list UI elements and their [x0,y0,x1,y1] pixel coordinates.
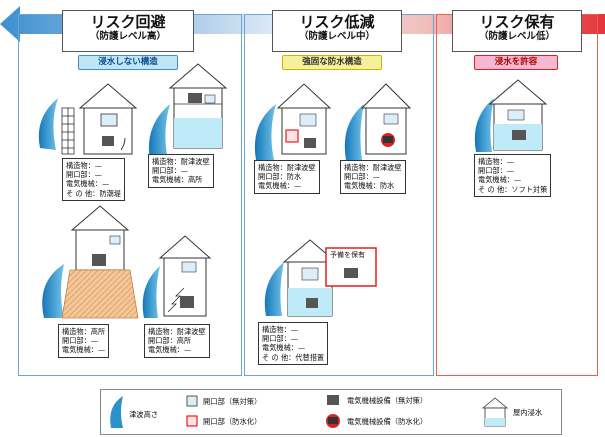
line-other: そ の 他：防潮堤 [66,188,121,198]
section-subtitle: （防護レベル中） [298,31,375,42]
case-waterproof-equipment-house [344,83,412,160]
line-equipment: 電気機械：— [148,345,192,355]
line-opening: 開口部：— [262,334,298,344]
line-equipment: 電気機械：— [62,345,106,355]
case-description-raised-ground: 構造物：高所 開口部：— 電気機械：— [58,324,110,358]
case-description-seawall: 構造物：— 開口部：— 電気機械：— そ の 他：防潮堤 [62,158,125,201]
section-header-retain: リスク保有 （防護レベル低） [452,10,582,52]
section-title: リスク保有 [479,13,555,31]
section-subtitle: （防護レベル低） [478,31,555,42]
section-title: リスク低減 [299,13,375,31]
seawall-tower [61,107,75,155]
case-high-opening-house [142,235,212,318]
line-opening: 開口部：— [62,336,98,346]
case-description-elevated-equipment: 構造物：耐津波壁 開口部：— 電気機械：高所 [148,154,214,188]
line-opening: 開口部：— [152,166,188,176]
section-title: リスク回避 [90,13,166,31]
legend-tsunami-height: 津波高さ [129,410,159,419]
legend-icons [110,395,509,428]
line-equipment: 電気機械：— [478,175,522,185]
case-retain-house [474,79,548,152]
line-opening: 開口部：— [66,170,102,180]
indoor-flooding-icon [481,397,509,409]
section-tag-avoid: 浸水しない構造 [78,55,178,70]
legend-equip-waterproof: 電気機械設備（防水化） [347,417,428,426]
case-elevated-equipment-house [148,63,228,160]
line-other: そ の 他：代替措置 [262,352,325,362]
case-seawall-house [38,83,138,155]
line-structure: 構造物：耐津波壁 [148,327,206,336]
line-opening: 開口部：— [344,172,380,182]
line-structure: 構造物：— [478,157,514,166]
legend-opening-waterproof: 開口部（防水化） [203,417,262,426]
legend-indoor-flooding: 屋内浸水 [513,408,543,417]
legend: 津波高さ 開口部（無対策） 開口部（防水化） 電気機械設備（無対策） 電気機械設… [100,389,562,435]
line-equipment: 電気機械：防水 [344,181,395,191]
legend-opening-none: 開口部（無対策） [203,397,262,406]
line-equipment: 電気機械：— [262,343,306,353]
case-description-retain: 構造物：— 開口部：— 電気機械：— そ の 他：ソフト対策 [474,154,552,197]
line-opening: 開口部：— [478,166,514,176]
line-structure: 構造物：— [262,325,298,334]
case-description-waterproof-equipment: 構造物：耐津波壁 開口部：— 電気機械：防水 [340,160,406,194]
legend-equip-none: 電気機械設備（無対策） [347,396,428,405]
line-other: そ の 他：ソフト対策 [478,184,548,194]
case-description-spare: 構造物：— 開口部：— 電気機械：— そ の 他：代替措置 [258,322,329,365]
case-spare-equipment-house [264,239,377,317]
case-description-high-opening: 構造物：耐津波壁 開口部：高所 電気機械：— [144,324,210,358]
section-tag-retain: 浸水を許容 [474,55,558,70]
line-structure: 構造物：耐津波壁 [344,163,402,172]
line-equipment: 電気機械：— [66,179,110,189]
section-subtitle: （防護レベル高） [89,31,166,42]
case-raised-ground-house [42,205,139,319]
case-description-waterproof-opening: 構造物：耐津波壁 開口部：防水 電気機械：— [254,160,320,194]
case-waterproof-opening-house [254,83,332,160]
opening-none-icon [186,395,198,407]
tsunami-height-icon [110,396,123,428]
line-equipment: 電気機械：— [258,181,302,191]
spare-equipment-label: 予備を保有 [330,251,365,259]
line-structure: 構造物：高所 [62,327,106,336]
equip-none-icon [327,395,339,405]
line-opening: 開口部：高所 [148,336,192,346]
line-equipment: 電気機械：高所 [152,175,203,185]
line-structure: 構造物：耐津波壁 [152,157,210,166]
line-structure: 構造物：耐津波壁 [258,163,316,172]
opening-waterproof-icon [186,415,198,427]
section-header-avoid: リスク回避 （防護レベル高） [62,10,194,52]
line-structure: 構造物：— [66,161,102,170]
section-tag-reduce: 強固な防水構造 [282,55,382,70]
section-header-reduce: リスク低減 （防護レベル中） [272,10,402,52]
line-opening: 開口部：防水 [258,172,302,182]
